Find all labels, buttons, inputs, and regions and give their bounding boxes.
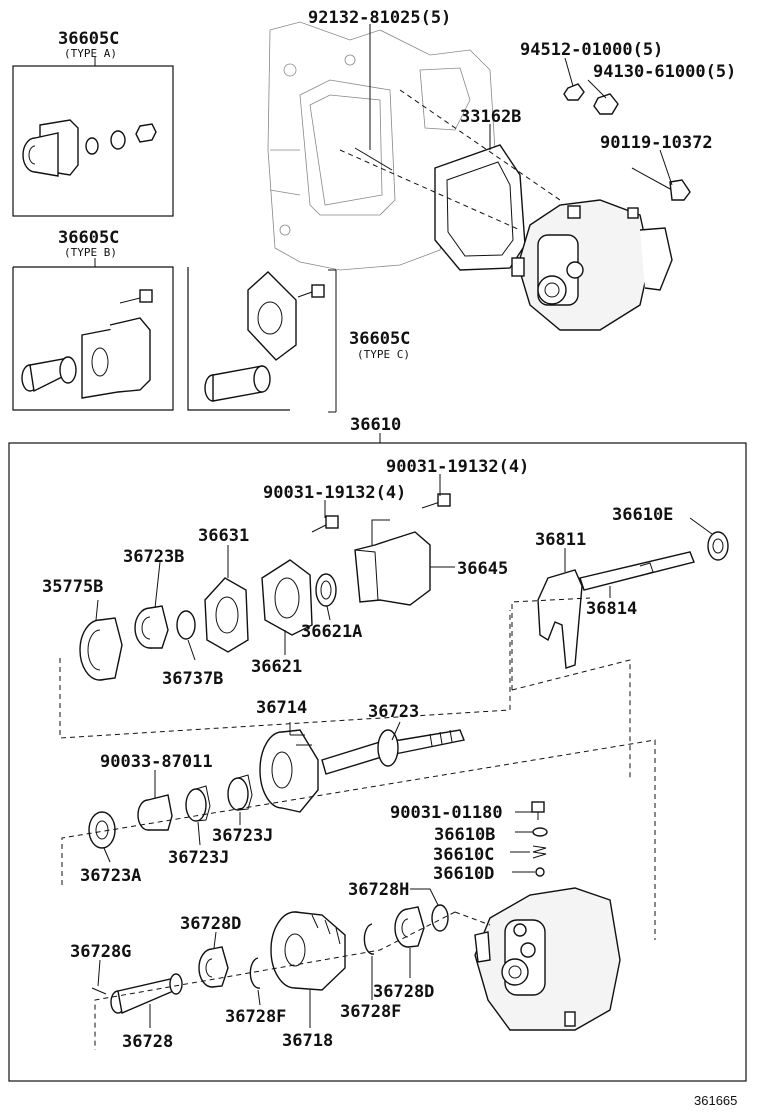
label-90031-01180: 90031-01180 <box>390 803 503 823</box>
label-36605c-type-c: 36605C <box>349 329 410 349</box>
pin-36728g[interactable] <box>91 987 107 995</box>
hex-nut[interactable] <box>593 93 619 115</box>
snap-ring-36728f-b[interactable] <box>363 923 375 955</box>
label-36723j-b: 36723J <box>168 848 229 868</box>
label-94130-61000: 94130-61000(5) <box>593 62 736 82</box>
type-a-frame <box>12 65 174 217</box>
needle-bearing-36723j-a[interactable] <box>185 785 211 822</box>
oil-seal-35775b[interactable] <box>79 617 123 681</box>
shift-shaft-36814[interactable] <box>579 551 695 591</box>
pto-case-lower[interactable] <box>474 887 621 1031</box>
extension-housing-36645[interactable] <box>354 531 431 606</box>
countershaft-36723[interactable] <box>321 729 465 775</box>
label-36718: 36718 <box>282 1031 333 1051</box>
label-36605c-type-a: 36605C <box>58 29 119 49</box>
type-b-sleeve[interactable] <box>21 356 77 393</box>
label-90033-87011: 90033-87011 <box>100 752 213 772</box>
label-36728d-b: 36728D <box>373 982 434 1002</box>
type-a-nut[interactable] <box>135 123 157 143</box>
needle-bearing-36723j-b[interactable] <box>227 774 253 811</box>
label-35775b: 35775B <box>42 577 103 597</box>
label-36610c: 36610C <box>433 845 494 865</box>
type-c-frame-left <box>187 267 290 411</box>
label-90031-19132-a: 90031-19132(4) <box>263 483 406 503</box>
label-36610: 36610 <box>350 415 401 435</box>
stud-bolt[interactable] <box>354 147 393 171</box>
label-36631: 36631 <box>198 526 249 546</box>
label-36723b: 36723B <box>123 547 184 567</box>
label-36723a: 36723A <box>80 866 141 886</box>
plug-bolt-90031-01180[interactable] <box>531 801 545 820</box>
label-type-b: (TYPE B) <box>64 246 117 259</box>
pto-assembly-frame <box>8 442 747 1082</box>
label-36610e: 36610E <box>612 505 673 525</box>
label-90031-19132-b: 90031-19132(4) <box>386 457 529 477</box>
gasket-36610b[interactable] <box>532 827 548 837</box>
type-a-ring[interactable] <box>110 130 126 150</box>
gear-36714[interactable] <box>259 729 319 813</box>
label-36723j-a: 36723J <box>212 826 273 846</box>
spring-36610c[interactable] <box>532 845 547 859</box>
label-33162b: 33162B <box>460 107 521 127</box>
label-36621: 36621 <box>251 657 302 677</box>
type-b-frame <box>12 266 174 411</box>
label-36728f-b: 36728F <box>340 1002 401 1022</box>
pto-assembly-top[interactable] <box>511 199 673 331</box>
oil-seal-36610e[interactable] <box>707 531 729 561</box>
idler-shaft-36728[interactable] <box>110 973 183 1014</box>
bolt-90031-b[interactable] <box>421 493 451 509</box>
bearing-36723b[interactable] <box>134 605 169 649</box>
bearing-36728d-a[interactable] <box>198 946 229 988</box>
label-36728f-a: 36728F <box>225 1007 286 1027</box>
label-36728d-a: 36728D <box>180 914 241 934</box>
ball-36610d[interactable] <box>535 867 545 877</box>
oil-seal-36621a[interactable] <box>315 573 337 607</box>
gear-36718[interactable] <box>270 911 346 991</box>
label-36811: 36811 <box>535 530 586 550</box>
label-36728g: 36728G <box>70 942 131 962</box>
label-90119-10372: 90119-10372 <box>600 133 713 153</box>
label-36814: 36814 <box>586 599 637 619</box>
shim-36728h[interactable] <box>431 904 449 932</box>
lock-washer[interactable] <box>563 83 585 101</box>
label-92132-81025: 92132-81025(5) <box>308 8 451 28</box>
type-c-sleeve[interactable] <box>204 365 271 402</box>
label-94512-01000: 94512-01000(5) <box>520 40 663 60</box>
mounting-bolt[interactable] <box>631 167 691 201</box>
bearing-36728d-b[interactable] <box>394 906 425 948</box>
bearing-36723a[interactable] <box>88 811 116 849</box>
label-36645: 36645 <box>457 559 508 579</box>
label-36714: 36714 <box>256 698 307 718</box>
label-36737b: 36737B <box>162 669 223 689</box>
label-type-a: (TYPE A) <box>64 47 117 60</box>
gasket-36631[interactable] <box>204 577 249 653</box>
diagram-id: 361665 <box>694 1093 737 1108</box>
label-36610b: 36610B <box>434 825 495 845</box>
label-36610d: 36610D <box>433 864 494 884</box>
label-36728: 36728 <box>122 1032 173 1052</box>
type-a-washer[interactable] <box>85 137 99 155</box>
label-type-c: (TYPE C) <box>357 348 410 361</box>
label-36621a: 36621A <box>301 622 362 642</box>
gasket[interactable] <box>434 144 526 271</box>
snap-ring-36728f-a[interactable] <box>249 957 261 989</box>
label-36723: 36723 <box>368 702 419 722</box>
type-c-gasket-plate[interactable] <box>247 271 297 361</box>
type-c-bolt[interactable] <box>297 284 325 298</box>
type-b-flange-housing[interactable] <box>81 317 151 399</box>
shim-36737b[interactable] <box>176 610 196 640</box>
type-c-group <box>187 267 337 413</box>
label-36605c-type-b: 36605C <box>58 228 119 248</box>
type-b-group <box>12 258 174 411</box>
type-a-group <box>12 57 174 217</box>
label-36728h: 36728H <box>348 880 409 900</box>
shift-fork-36811[interactable] <box>537 569 583 669</box>
bearing-retainer-36621[interactable] <box>261 559 313 636</box>
type-b-bolt[interactable] <box>119 289 153 304</box>
bolt-90031-a[interactable] <box>311 515 339 533</box>
type-a-flange-housing[interactable] <box>22 119 79 177</box>
